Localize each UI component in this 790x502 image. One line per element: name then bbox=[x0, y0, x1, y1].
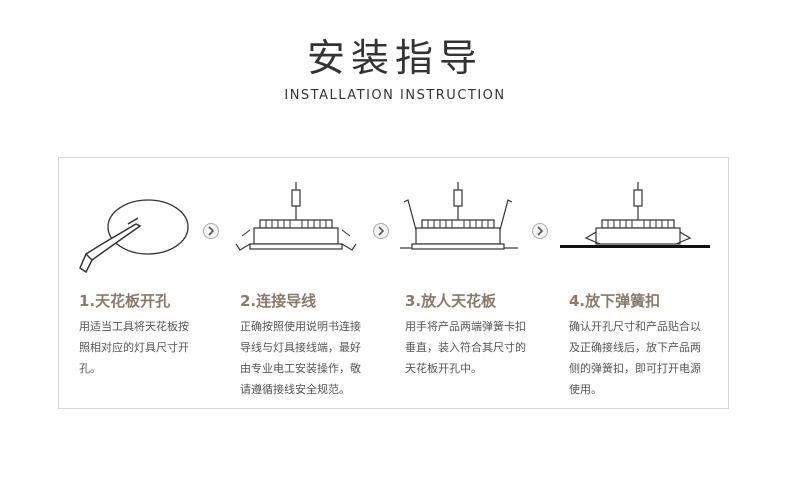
step-4-title: 4.放下弹簧扣 bbox=[569, 292, 661, 310]
page-title: 安装指导 bbox=[306, 36, 483, 80]
step-2-line: 由专业电工安装操作，敬 bbox=[240, 362, 361, 375]
downlight-wired-icon bbox=[235, 182, 357, 251]
step-1-line: 用适当工具将天花板按 bbox=[79, 320, 189, 333]
step-4-description: 确认开孔尺寸和产品贴合以 及正确接线后，放下产品两 侧的弹簧扣，即可打开电源 使… bbox=[569, 316, 719, 400]
step-2-description: 正确按照使用说明书连接 导线与灯具接线端，最好 由专业电工安装操作，敬 请遵循接… bbox=[240, 316, 380, 400]
step-1-title: 1.天花板开孔 bbox=[79, 292, 171, 310]
arrow-right-icon bbox=[373, 223, 389, 239]
downlight-springs-up-icon bbox=[400, 182, 518, 250]
step-1-line: 孔。 bbox=[79, 362, 101, 375]
step-2-line: 导线与灯具接线端，最好 bbox=[240, 341, 361, 354]
cutter-icon bbox=[79, 199, 189, 274]
arrow-right-icon bbox=[532, 223, 548, 239]
step-1-description: 用适当工具将天花板按 照相对应的灯具尺寸开 孔。 bbox=[79, 316, 207, 379]
step-1-line: 照相对应的灯具尺寸开 bbox=[79, 341, 189, 354]
step-2-line: 请遵循接线安全规范。 bbox=[240, 383, 350, 396]
step-4-line: 及正确接线后，放下产品两 bbox=[569, 341, 701, 354]
arrow-right-icon bbox=[203, 223, 219, 239]
step-2-title: 2.连接导线 bbox=[240, 292, 317, 310]
step-4-line: 使用。 bbox=[569, 383, 602, 396]
step-2-line: 正确按照使用说明书连接 bbox=[240, 320, 361, 333]
step-4-line: 确认开孔尺寸和产品贴合以 bbox=[569, 320, 701, 333]
step-3-title: 3.放人天花板 bbox=[405, 292, 497, 310]
step-3-line: 天花板开孔中。 bbox=[405, 362, 482, 375]
step-4-line: 侧的弹簧扣，即可打开电源 bbox=[569, 362, 701, 375]
step-3-line: 垂直，装入符合其尺寸的 bbox=[405, 341, 526, 354]
instruction-panel bbox=[58, 157, 729, 409]
page-subtitle: INSTALLATION INSTRUCTION bbox=[284, 88, 506, 103]
step-3-line: 用手将产品两端弹簧卡扣 bbox=[405, 320, 526, 333]
step-3-description: 用手将产品两端弹簧卡扣 垂直，装入符合其尺寸的 天花板开孔中。 bbox=[405, 316, 545, 379]
downlight-installed-icon bbox=[560, 182, 710, 248]
